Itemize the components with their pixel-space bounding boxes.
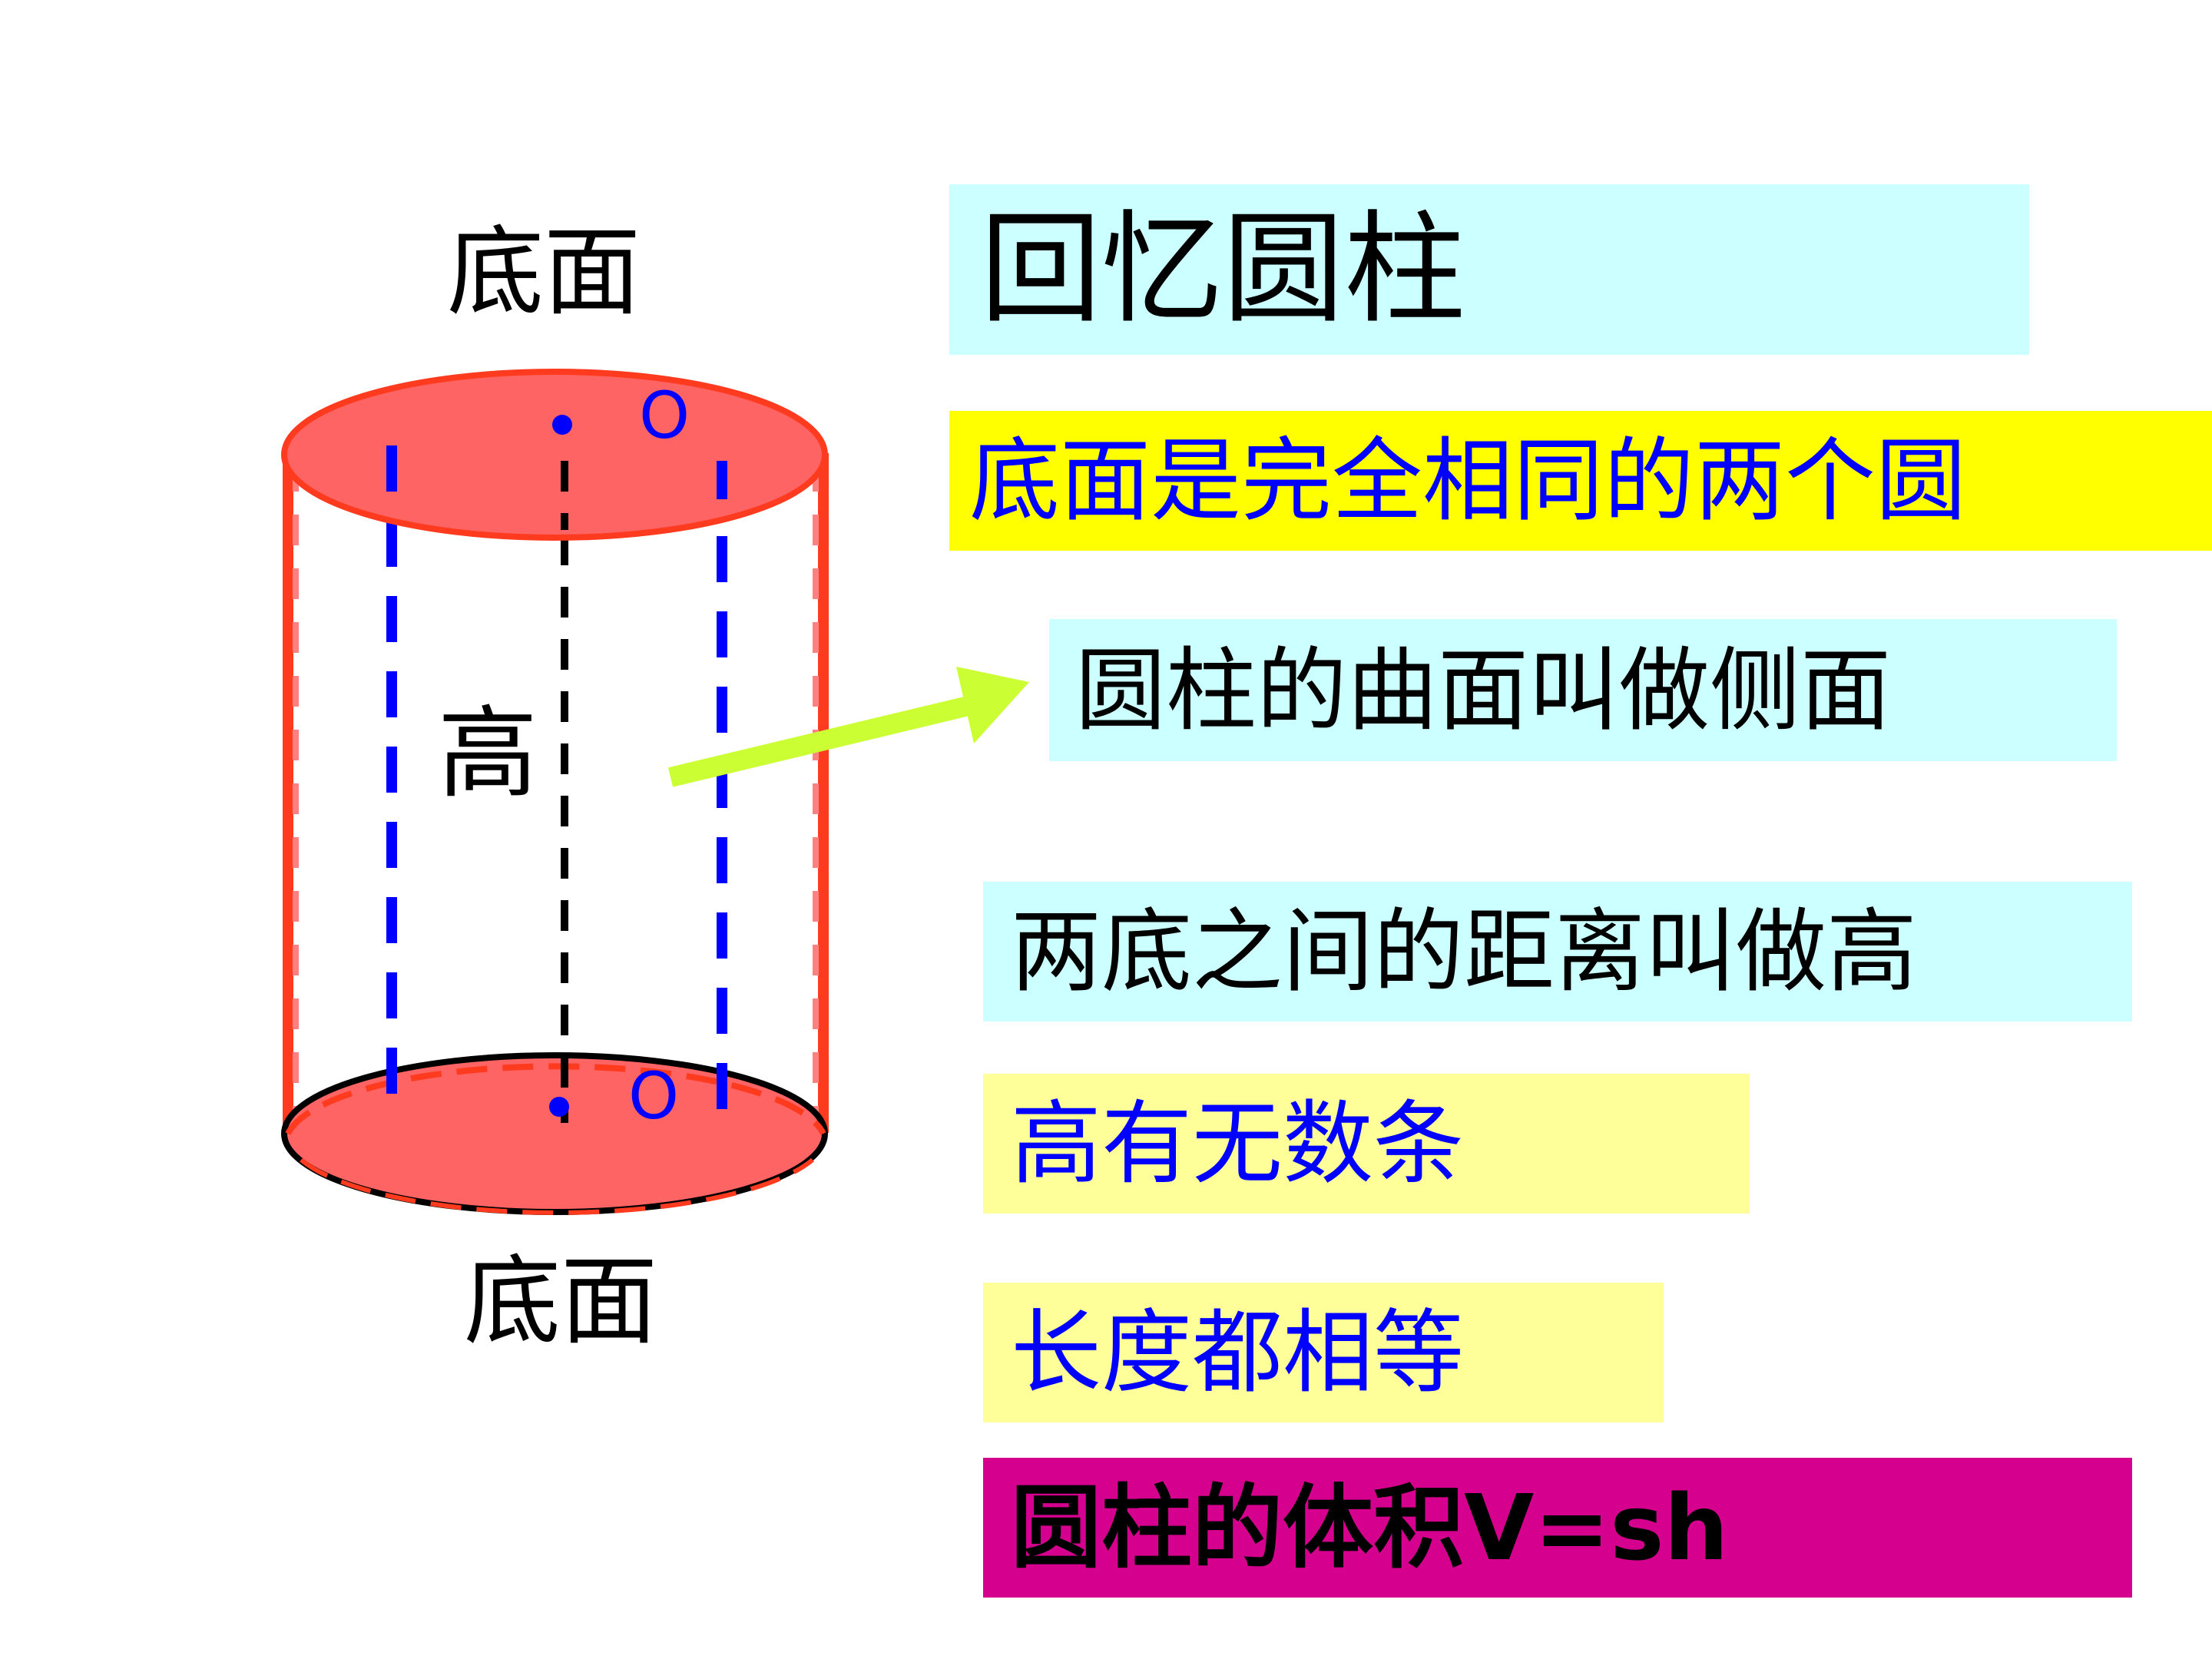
fact-volume-text: 圆柱的体积V=sh [1011, 1475, 1729, 1581]
side-arrow-shaft [667, 690, 994, 787]
title-box: 回忆圆柱 [949, 184, 2029, 355]
bottom-base-label: 底面 [464, 1245, 657, 1358]
fact-equal-box: 长度都相等 [983, 1283, 1664, 1422]
fact-infinite-box: 高有无数条 [983, 1074, 1750, 1214]
height-label: 高 [438, 695, 538, 812]
bottom-base-front-dashed-edge [300, 1157, 814, 1215]
fact-volume-box: 圆柱的体积V=sh [983, 1458, 2132, 1598]
fact-height-box: 两底之间的距离叫做高 [983, 882, 2132, 1022]
bottom-center-dot [549, 1097, 569, 1117]
side-arrow-head [956, 667, 1029, 743]
bottom-center-label: O [628, 1058, 679, 1134]
top-base-label: 底面 [447, 216, 641, 329]
page-title: 回忆圆柱 [980, 199, 1465, 340]
fact-height-text: 两底之间的距离叫做高 [1011, 899, 1918, 1005]
fact-infinite-text: 高有无数条 [1011, 1091, 1465, 1197]
fact-side-box: 圆柱的曲面叫做侧面 [1049, 619, 2117, 761]
top-center-dot [552, 415, 572, 435]
fact-equal-text: 长度都相等 [1011, 1300, 1465, 1406]
fact-bases-text: 底面是完全相同的两个圆 [969, 428, 1967, 534]
fact-side-text: 圆柱的曲面叫做侧面 [1075, 637, 1892, 743]
bottom-base-ellipse [281, 1052, 828, 1215]
top-base-ellipse [281, 369, 828, 541]
bottom-base-back-dashed-edge [285, 1063, 826, 1135]
fact-bases-box: 底面是完全相同的两个圆 [949, 411, 2212, 551]
top-center-label: O [639, 378, 690, 453]
